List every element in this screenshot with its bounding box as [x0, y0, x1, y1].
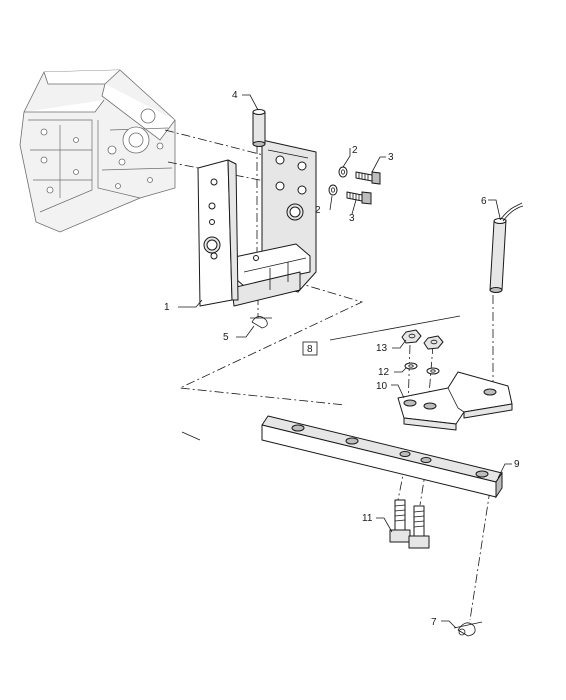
kit-8-boundary-lines — [181, 315, 461, 441]
part-12-washers — [404, 362, 440, 375]
callout-13: 13 — [376, 343, 388, 354]
callout-10: 10 — [376, 381, 388, 392]
part-1-hitch-bracket — [197, 139, 317, 307]
callout-7: 7 — [431, 617, 437, 628]
callout-labels: 4 2 3 2 3 1 5 6 8 13 12 10 9 11 7 — [164, 90, 520, 628]
transmission-housing — [19, 69, 176, 233]
callout-8-box: 8 — [302, 341, 318, 356]
part-11-bolts — [389, 499, 430, 549]
callout-9: 9 — [514, 459, 520, 470]
callout-3-lower: 3 — [349, 213, 355, 224]
callout-2-lower: 2 — [315, 205, 321, 216]
callout-2-upper: 2 — [352, 145, 358, 156]
part-4-pin — [252, 109, 266, 147]
callout-1: 1 — [164, 302, 170, 313]
leader-lines — [178, 94, 512, 629]
part-9-drawbar-plate — [261, 415, 503, 499]
part-7-lynch-pin — [453, 621, 483, 637]
part-2-washers — [328, 166, 348, 196]
callout-4: 4 — [232, 90, 238, 101]
callout-11: 11 — [362, 513, 373, 524]
part-3-bolts — [346, 171, 381, 205]
callout-3-upper: 3 — [388, 152, 394, 163]
callout-8: 8 — [307, 344, 313, 355]
callout-5: 5 — [223, 332, 229, 343]
part-5-lynch-pin — [250, 316, 272, 329]
part-6-hitch-pin — [489, 202, 524, 293]
part-10-drawbar — [397, 371, 513, 431]
callout-6: 6 — [481, 196, 487, 207]
callout-12: 12 — [378, 367, 390, 378]
part-13-nuts — [401, 329, 444, 350]
